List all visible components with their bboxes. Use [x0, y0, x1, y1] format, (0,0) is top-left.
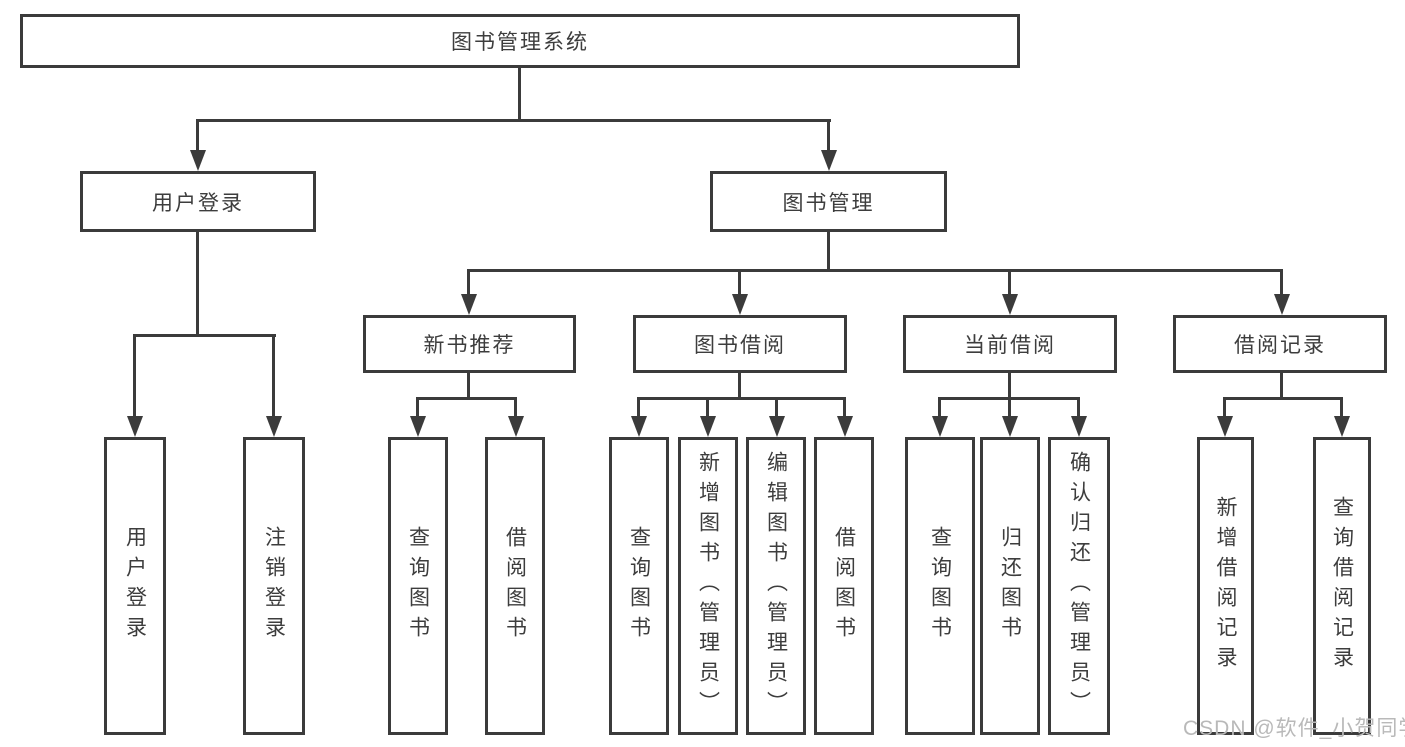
- connector-drop-query-books-1: [416, 397, 419, 417]
- node-book-management-label: 图书管理: [782, 191, 875, 215]
- arrowhead-return-books: [1002, 416, 1018, 437]
- arrowhead-borrow-books-1: [508, 416, 524, 437]
- connector-new-book-recommend-stem: [467, 373, 470, 400]
- connector-drop-query-books-3: [938, 397, 941, 417]
- connector-drop-confirm-return-admin: [1077, 397, 1080, 417]
- arrowhead-query-books-3: [932, 416, 948, 437]
- node-add-books-admin-label: 新增图书（管理员）: [696, 451, 720, 721]
- connector-level1-rail: [196, 119, 831, 122]
- node-add-books-admin: 新增图书（管理员）: [678, 437, 738, 735]
- arrowhead-borrow-books-2: [837, 416, 853, 437]
- node-borrow-books-1-label: 借阅图书: [503, 526, 527, 646]
- node-root: 图书管理系统: [20, 14, 1020, 68]
- connector-drop-current-borrowing: [1008, 269, 1011, 296]
- node-logout-label: 注销登录: [262, 526, 286, 646]
- csdn-watermark: CSDN @软件_小贺同学: [1183, 717, 1405, 740]
- arrowhead-logout: [266, 416, 282, 437]
- arrowhead-edit-books-admin: [769, 416, 785, 437]
- node-add-borrow-record: 新增借阅记录: [1197, 437, 1254, 735]
- connector-drop-borrow-books-2: [843, 397, 846, 417]
- connector-drop-add-books-admin: [706, 397, 709, 417]
- connector-drop-logout: [272, 334, 275, 417]
- node-new-book-recommend-label: 新书推荐: [423, 334, 516, 357]
- connector-level2-rail: [467, 269, 1283, 272]
- node-user-login: 用户登录: [80, 171, 316, 232]
- node-borrow-books-2-label: 借阅图书: [832, 526, 856, 646]
- node-book-management: 图书管理: [710, 171, 947, 232]
- connector-current-borrowing-stem: [1008, 373, 1011, 400]
- node-query-books-2: 查询图书: [609, 437, 669, 735]
- arrowhead-user-login: [190, 150, 206, 171]
- node-current-borrowing: 当前借阅: [903, 315, 1117, 373]
- arrowhead-user-login-leaf: [127, 416, 143, 437]
- arrowhead-add-books-admin: [700, 416, 716, 437]
- connector-drop-return-books: [1008, 397, 1011, 417]
- node-confirm-return-admin: 确认归还（管理员）: [1048, 437, 1110, 735]
- node-root-label: 图书管理系统: [451, 31, 589, 54]
- connector-drop-query-books-2: [637, 397, 640, 417]
- connector-new-book-recommend-rail: [416, 397, 517, 400]
- node-query-books-3-label: 查询图书: [928, 526, 952, 646]
- connector-drop-query-borrow-record: [1340, 397, 1343, 417]
- arrowhead-add-borrow-record: [1217, 416, 1233, 437]
- connector-book-management-stem: [827, 232, 830, 272]
- arrowhead-book-management: [821, 150, 837, 171]
- node-edit-books-admin-label: 编辑图书（管理员）: [764, 451, 788, 721]
- connector-user-login-stem: [196, 232, 199, 337]
- connector-drop-user-login: [196, 119, 199, 152]
- node-borrow-books-2: 借阅图书: [814, 437, 874, 735]
- connector-drop-book-borrowing: [738, 269, 741, 296]
- node-user-login-leaf-label: 用户登录: [123, 526, 147, 646]
- connector-drop-new-book-recommend: [467, 269, 470, 296]
- node-user-login-label: 用户登录: [152, 191, 244, 215]
- arrowhead-confirm-return-admin: [1071, 416, 1087, 437]
- connector-book-borrowing-stem: [738, 373, 741, 400]
- node-confirm-return-admin-label: 确认归还（管理员）: [1067, 451, 1091, 721]
- connector-borrowing-records-stem: [1280, 373, 1283, 400]
- connector-root-stem: [518, 68, 521, 122]
- arrowhead-query-borrow-record: [1334, 416, 1350, 437]
- arrowhead-current-borrowing: [1002, 294, 1018, 315]
- node-logout: 注销登录: [243, 437, 305, 735]
- node-new-book-recommend: 新书推荐: [363, 315, 576, 373]
- connector-drop-book-management: [827, 119, 830, 152]
- node-user-login-leaf: 用户登录: [104, 437, 166, 735]
- node-query-books-1-label: 查询图书: [406, 526, 430, 646]
- node-book-borrowing: 图书借阅: [633, 315, 847, 373]
- connector-drop-add-borrow-record: [1223, 397, 1226, 417]
- arrowhead-query-books-1: [410, 416, 426, 437]
- connector-drop-borrowing-records: [1280, 269, 1283, 296]
- arrowhead-borrowing-records: [1274, 294, 1290, 315]
- node-query-borrow-record-label: 查询借阅记录: [1330, 496, 1354, 676]
- node-query-borrow-record: 查询借阅记录: [1313, 437, 1371, 735]
- node-borrowing-records-label: 借阅记录: [1234, 334, 1326, 357]
- node-return-books: 归还图书: [980, 437, 1040, 735]
- node-current-borrowing-label: 当前借阅: [964, 334, 1056, 357]
- arrowhead-book-borrowing: [732, 294, 748, 315]
- connector-book-borrowing-rail: [637, 397, 846, 400]
- node-query-books-2-label: 查询图书: [627, 526, 651, 646]
- node-borrowing-records: 借阅记录: [1173, 315, 1387, 373]
- node-borrow-books-1: 借阅图书: [485, 437, 545, 735]
- node-book-borrowing-label: 图书借阅: [694, 334, 786, 357]
- arrowhead-new-book-recommend: [461, 294, 477, 315]
- connector-user-login-rail: [133, 334, 276, 337]
- node-return-books-label: 归还图书: [998, 526, 1022, 646]
- connector-drop-user-login-leaf: [133, 334, 136, 417]
- node-add-borrow-record-label: 新增借阅记录: [1214, 496, 1237, 676]
- arrowhead-query-books-2: [631, 416, 647, 437]
- node-query-books-1: 查询图书: [388, 437, 448, 735]
- connector-drop-borrow-books-1: [514, 397, 517, 417]
- connector-borrowing-records-rail: [1223, 397, 1343, 400]
- node-edit-books-admin: 编辑图书（管理员）: [746, 437, 806, 735]
- node-query-books-3: 查询图书: [905, 437, 975, 735]
- connector-drop-edit-books-admin: [775, 397, 778, 417]
